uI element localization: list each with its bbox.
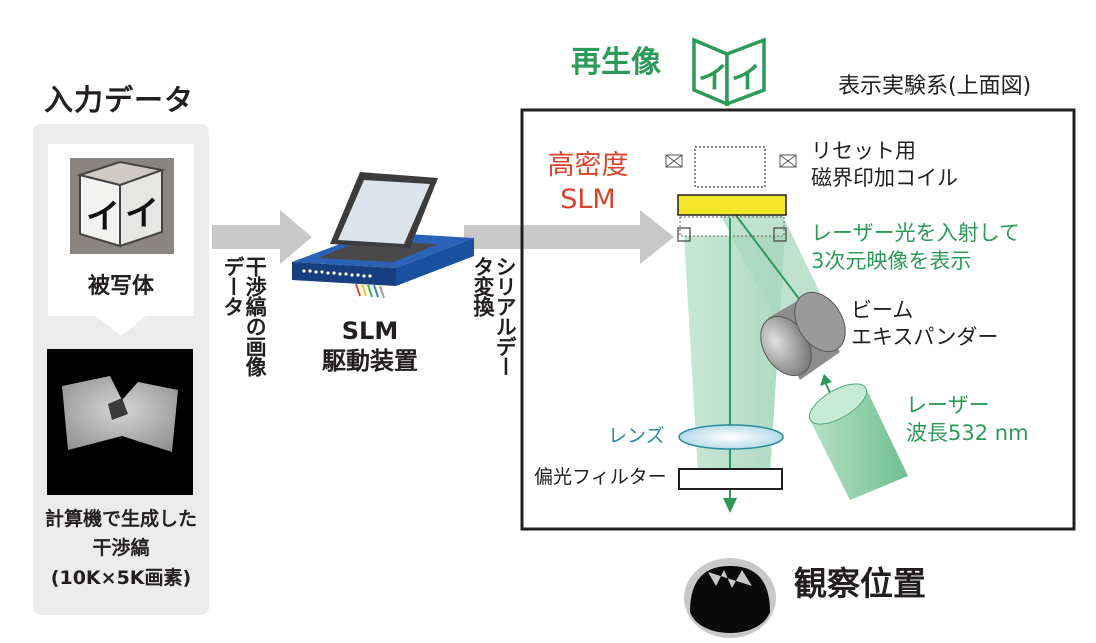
output-ray-arrowhead	[723, 498, 737, 513]
fringe-caption-line1: 計算機で生成した	[44, 508, 197, 530]
fringe-image	[47, 349, 193, 495]
fringe-caption-line2: 干渉縞	[92, 537, 150, 559]
fringe-data-label: 干渉縞の画像データ	[221, 256, 268, 376]
svg-text:イ: イ	[731, 61, 761, 96]
fringe-caption-line3: (10K×5K画素)	[50, 567, 192, 589]
svg-text:イ: イ	[698, 61, 728, 96]
slm-mount	[679, 216, 785, 237]
laser-ray-arrowhead	[820, 374, 832, 386]
coil-label-line1: リセット用	[811, 139, 916, 163]
laser-label-line1: レーザー	[906, 393, 990, 417]
object-label: 被写体	[87, 274, 154, 299]
reproduced-image-icon: イ イ	[692, 37, 766, 107]
lens-label: レンズ	[608, 425, 665, 447]
reproduced-image-title: 再生像	[571, 45, 661, 80]
device-label-line1: SLM	[341, 317, 399, 345]
coil-left	[665, 154, 683, 168]
expander-label-line1: ビーム	[851, 298, 914, 322]
laser-label-line2: 波長532 nm	[906, 421, 1029, 445]
slm-label-line1: 高密度	[547, 150, 629, 181]
polarizing-filter	[678, 468, 783, 490]
system-title: 表示実験系(上面図)	[838, 74, 1032, 99]
beam-expander	[760, 291, 846, 380]
slm-mount-right	[773, 227, 787, 242]
expander-label-line2: エキスパンダー	[851, 325, 999, 349]
reflected-beam	[684, 236, 785, 474]
svg-text:イ: イ	[86, 197, 120, 237]
coil-label-line2: 磁界印加コイル	[811, 166, 958, 190]
slm-label-line2: SLM	[560, 184, 616, 215]
laser-source	[808, 383, 908, 500]
display-system-box	[520, 108, 1076, 531]
serial-conversion-label: シリアルデータ変換	[471, 256, 518, 376]
lens	[678, 424, 784, 450]
slm-panel	[677, 194, 787, 216]
slm-mount-left	[677, 227, 691, 242]
coil-box	[694, 146, 766, 188]
coil-right	[779, 154, 797, 168]
slm-driver-device	[292, 172, 474, 299]
card-pointer	[96, 316, 146, 336]
observer-icon	[684, 558, 776, 638]
svg-text:イ: イ	[125, 194, 159, 234]
input-data-title: 入力データ	[44, 83, 195, 117]
object-photo: イ イ	[70, 158, 174, 254]
arrow-to-device	[212, 210, 312, 264]
filter-label: 偏光フィルター	[534, 466, 667, 488]
observation-position-label: 観察位置	[794, 564, 926, 603]
device-label-line2: 駆動装置	[322, 347, 418, 375]
arrow-to-slm	[464, 210, 674, 264]
laser-note-line1: レーザー光を入射して	[811, 221, 1020, 245]
laser-note-line2: 3次元映像を表示	[811, 249, 972, 273]
